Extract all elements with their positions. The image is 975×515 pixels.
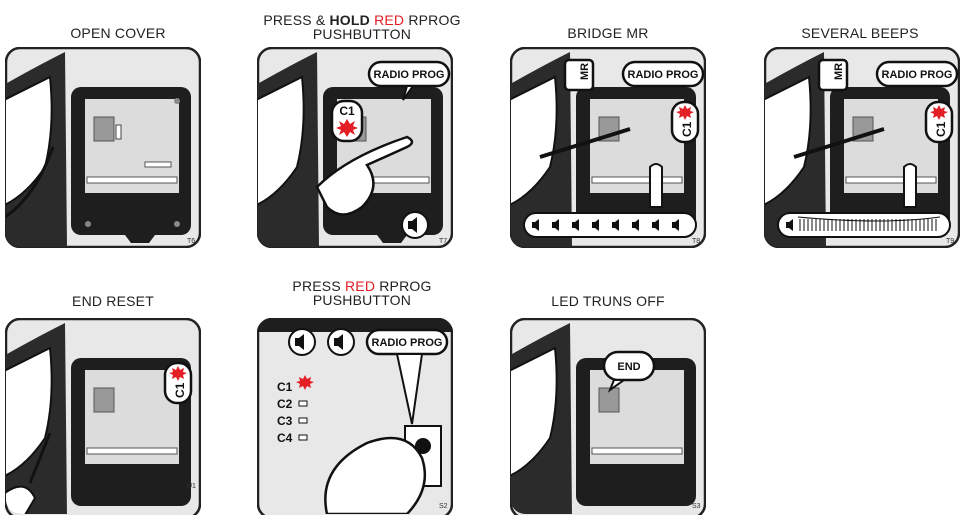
step2-title: PRESS & HOLD RED RPROG PUSHBUTTON [222, 13, 502, 41]
svg-text:S2: S2 [439, 503, 448, 510]
svg-text:RADIO PROG: RADIO PROG [374, 69, 445, 81]
svg-text:C1: C1 [277, 380, 293, 394]
step4-title: SEVERAL BEEPS [760, 26, 960, 40]
step7-panel: END S3 [510, 318, 706, 515]
svg-text:C3: C3 [277, 414, 293, 428]
step1-title: OPEN COVER [18, 26, 218, 40]
svg-text:T7: T7 [439, 238, 447, 245]
svg-text:T8: T8 [692, 238, 700, 245]
svg-text:END: END [617, 361, 640, 373]
step5-panel: C1 U1 [5, 318, 201, 515]
svg-text:MR: MR [833, 63, 845, 80]
svg-text:MR: MR [579, 63, 591, 80]
svg-text:C1: C1 [173, 382, 187, 398]
svg-text:S3: S3 [692, 503, 701, 510]
svg-text:C4: C4 [277, 431, 293, 445]
step2-panel: RADIO PROG C1 T7 [257, 47, 453, 248]
svg-text:C1: C1 [680, 121, 694, 137]
step3-title: BRIDGE MR [508, 26, 708, 40]
svg-text:C1: C1 [934, 121, 948, 137]
svg-text:C1: C1 [339, 104, 355, 118]
led-flash-icon [336, 119, 358, 137]
svg-text:RADIO PROG: RADIO PROG [628, 69, 699, 81]
svg-text:C2: C2 [277, 397, 293, 411]
step4-panel: MR RADIO PROG C1 T9 [764, 47, 960, 248]
svg-text:U1: U1 [187, 483, 196, 490]
step6-panel: RADIO PROG C1 C2 C3 C4 S2 [257, 318, 453, 515]
step5-title: END RESET [3, 294, 223, 308]
step3-panel: MR RADIO PROG C1 T8 [510, 47, 706, 248]
step6-title: PRESS RED RPROG PUSHBUTTON [222, 279, 502, 307]
step1-panel: T6 [5, 47, 201, 248]
beeps-bar [524, 213, 696, 237]
svg-text:T9: T9 [946, 238, 954, 245]
svg-text:RADIO PROG: RADIO PROG [372, 337, 443, 349]
svg-text:RADIO PROG: RADIO PROG [882, 69, 953, 81]
step7-title: LED TRUNS OFF [508, 294, 708, 308]
svg-text:T6: T6 [187, 238, 195, 245]
